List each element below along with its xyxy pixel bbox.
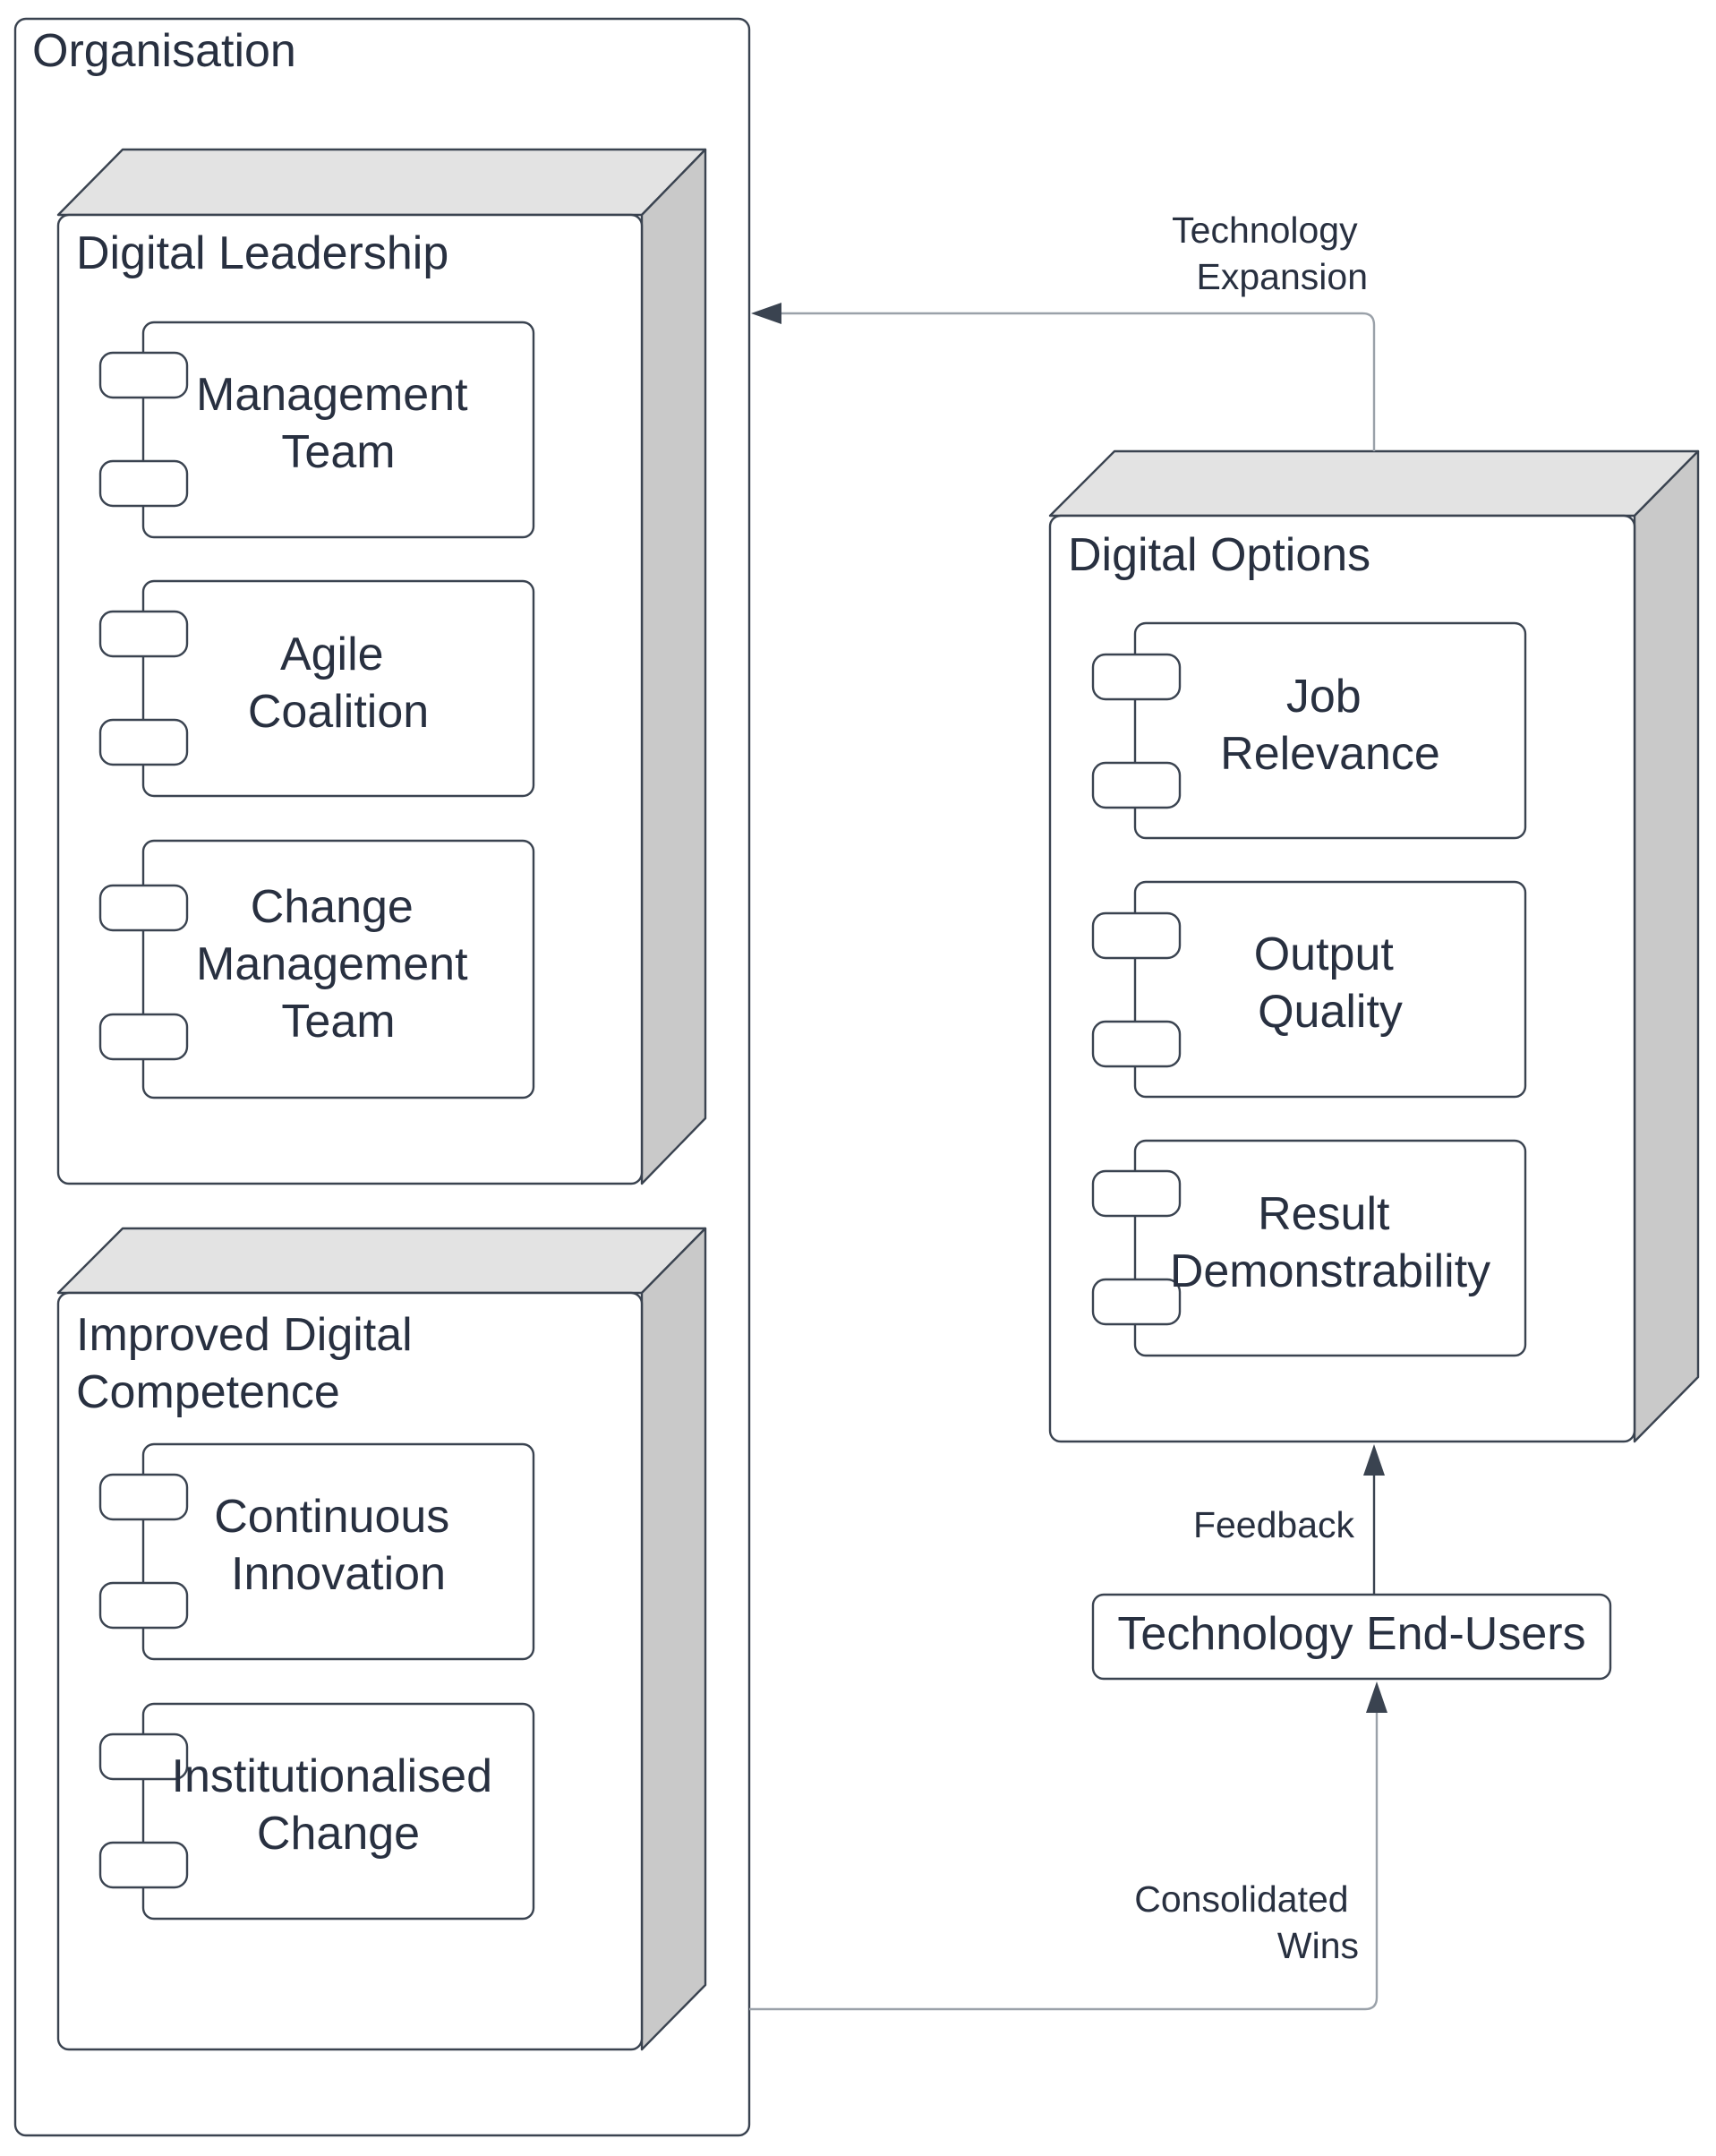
svg-text:Agile Coalition: Agile Coalition — [248, 629, 429, 738]
component-management-team: Management Team — [98, 321, 535, 539]
improved-digital-competence-title: Improved Digital Competence — [76, 1309, 425, 1418]
edge-feedback: Feedback — [1193, 1444, 1385, 1595]
component-continuous-innovation: Continuous Innovation — [98, 1442, 535, 1661]
digital-leadership-title: Digital Leadership — [76, 227, 448, 279]
edge-technology-expansion: Technology Expansion — [751, 210, 1376, 451]
component-institutionalised-change: Institutionalised Change — [98, 1702, 535, 1921]
feedback-label: Feedback — [1193, 1504, 1355, 1545]
arrowhead-left-icon — [751, 303, 781, 324]
technology-expansion-label: Technology Expansion — [1172, 210, 1368, 297]
svg-text:Job Relevance: Job Relevance — [1220, 671, 1440, 780]
svg-text:Change Management: Change Management Team — [196, 881, 481, 1048]
component-job-relevance: Job Relevance — [1091, 621, 1527, 840]
improved-digital-competence-node: Improved Digital Competence Continuous I… — [56, 1227, 707, 2051]
svg-text:Result Demonstrability: Result Demonstrability — [1170, 1188, 1490, 1297]
digital-leadership-node: Digital Leadership Management Team Agile… — [56, 148, 707, 1185]
svg-text:Output Quality: Output Quality — [1254, 928, 1407, 1038]
component-change-management-team: Change Management Team — [98, 839, 535, 1099]
svg-text:Continuous Innovation: Continuous Innovation — [214, 1491, 463, 1600]
component-result-demonstrability: Result Demonstrability — [1091, 1139, 1527, 1357]
digital-options-title: Digital Options — [1068, 529, 1370, 581]
arrowhead-up-icon — [1366, 1681, 1387, 1713]
arrowhead-up-icon — [1363, 1444, 1385, 1476]
consolidated-wins-label: Consolidated Wins — [1134, 1878, 1359, 1966]
component-output-quality: Output Quality — [1091, 880, 1527, 1099]
svg-text:Institutionalised Chan: Institutionalised Change — [172, 1750, 506, 1860]
svg-text:Management Team: Management Team — [196, 369, 481, 478]
organisation-title: Organisation — [32, 25, 296, 77]
technology-end-users-label: Technology End-Users — [1117, 1608, 1585, 1660]
edge-consolidated-wins: Consolidated Wins — [749, 1681, 1387, 2011]
digital-options-node: Digital Options Job Relevance Output Qua… — [1048, 449, 1700, 1443]
component-agile-coalition: Agile Coalition — [98, 579, 535, 798]
technology-end-users-node: Technology End-Users — [1091, 1593, 1612, 1681]
